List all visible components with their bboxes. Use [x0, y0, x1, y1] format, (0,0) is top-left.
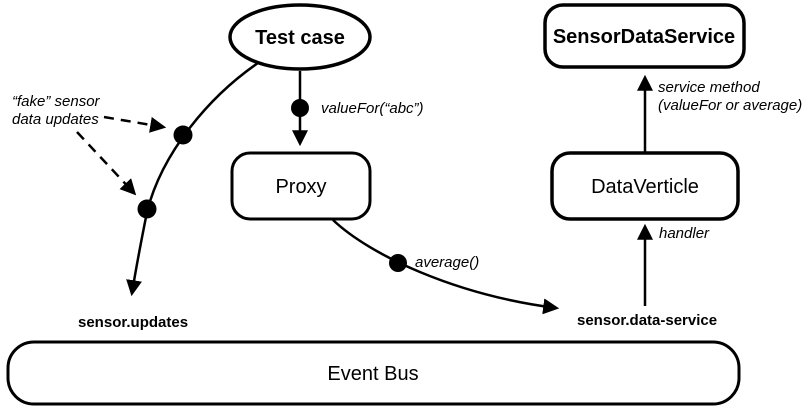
- node-data-verticle: DataVerticle: [550, 151, 740, 221]
- sensor-data-service-box: [543, 3, 746, 69]
- sensor-data-service-address: sensor.data-service: [577, 312, 717, 329]
- proxy-label: Proxy: [275, 176, 326, 198]
- fake-sensor-note: “fake” sensor data updates: [12, 93, 101, 128]
- data-verticle-label: DataVerticle: [591, 176, 699, 198]
- node-sensor-data-service: SensorDataService: [543, 3, 746, 69]
- node-test-case: Test case: [228, 3, 372, 71]
- dashed-arrow-fake-upper: [103, 115, 167, 133]
- event-bus-label: Event Bus: [327, 363, 418, 385]
- message-dot-fake-upper: [173, 125, 193, 145]
- node-proxy: Proxy: [230, 151, 372, 221]
- message-dot-fake-lower: [137, 199, 157, 219]
- proxy-box: [230, 151, 372, 221]
- handler-label: handler: [659, 225, 710, 242]
- sensor-updates-address: sensor.updates: [78, 314, 188, 331]
- event-bus-box: [6, 340, 741, 406]
- message-dot-valuefor: [291, 99, 309, 117]
- test-case-label: Test case: [255, 27, 345, 49]
- message-dot-average: [389, 254, 407, 272]
- service-method-line1: service method: [658, 79, 760, 96]
- valuefor-label: valueFor(“abc”): [321, 100, 424, 117]
- data-verticle-box: [550, 151, 740, 221]
- edge-testcase-to-sensor-updates: [126, 61, 259, 297]
- test-case-ellipse: [228, 3, 372, 71]
- edge-proxy-to-data-service: [332, 219, 560, 315]
- service-method-note: service method (valueFor or average): [658, 79, 802, 114]
- node-event-bus: Event Bus: [6, 340, 741, 406]
- dashed-arrow-fake-lower: [76, 131, 137, 196]
- fake-note-line2: data updates: [12, 111, 99, 128]
- fake-note-line1: “fake” sensor: [12, 93, 101, 110]
- sensor-data-service-label: SensorDataService: [553, 26, 735, 48]
- service-method-line2: (valueFor or average): [658, 97, 802, 114]
- average-label: average(): [415, 254, 479, 271]
